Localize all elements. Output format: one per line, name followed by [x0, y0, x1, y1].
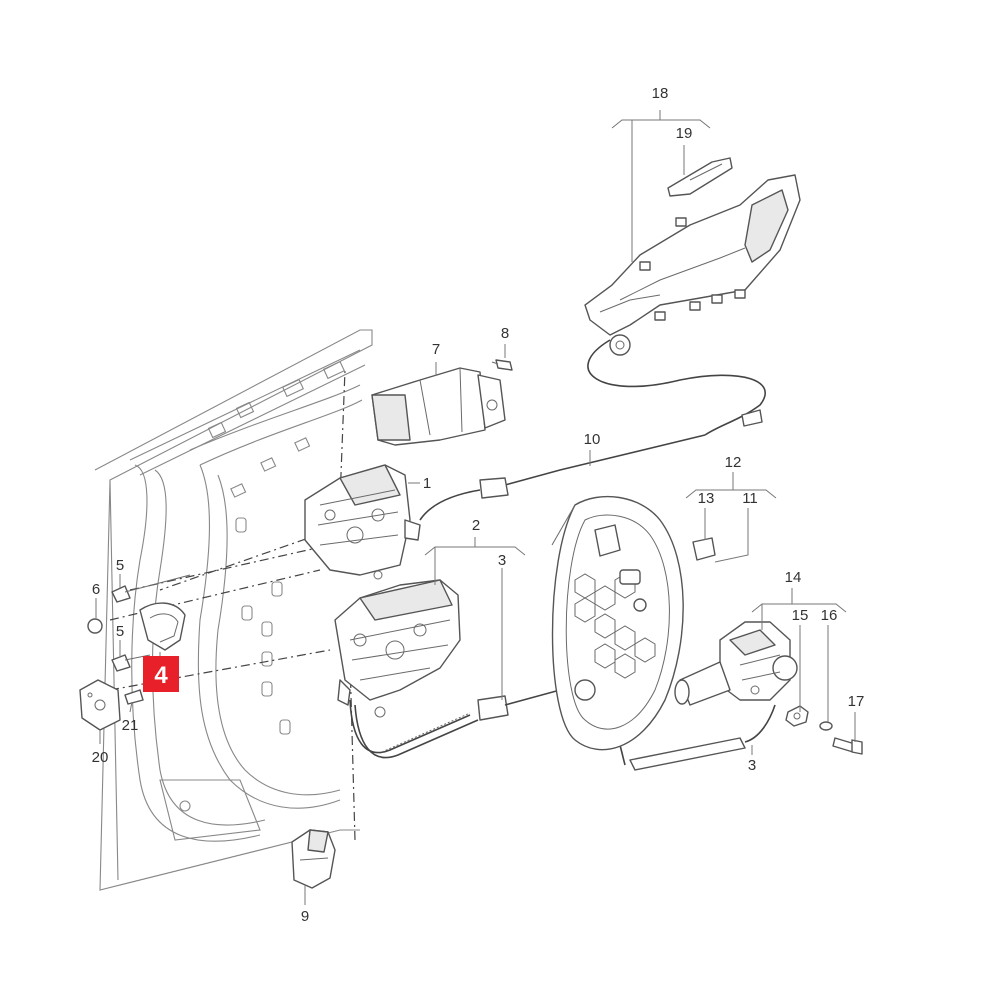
label-15: 15: [792, 607, 809, 624]
label-2: 2: [472, 517, 480, 534]
door-lock-lower: [334, 579, 461, 718]
lock-bracket: [371, 367, 506, 446]
handle-cover-cap: [667, 157, 733, 197]
carrier-plate: [551, 495, 684, 751]
label-18: 18: [652, 85, 669, 102]
label-9: 9: [301, 908, 309, 925]
label-11: 11: [742, 490, 758, 507]
label-14: 14: [785, 569, 802, 586]
nut-15: [785, 705, 809, 727]
door-lock-upper: [304, 464, 421, 580]
label-1: 1: [423, 475, 431, 492]
highlight-label: 4: [154, 662, 168, 689]
lock-cover-9: [291, 829, 336, 889]
spacer-16: [819, 721, 833, 731]
label-5-lower: 5: [116, 623, 124, 640]
label-21: 21: [122, 717, 139, 734]
label-7: 7: [432, 341, 440, 358]
small-screw-8: [491, 359, 513, 371]
label-17: 17: [848, 693, 865, 710]
actuator-motor: [674, 621, 798, 706]
clip-13: [692, 537, 716, 561]
label-19: 19: [676, 125, 693, 142]
label-3-lower: 3: [748, 757, 756, 774]
honeycomb-pattern: [574, 573, 656, 679]
highlight-box: [143, 656, 179, 692]
label-8: 8: [501, 325, 509, 342]
label-10: 10: [584, 431, 601, 448]
label-5-upper: 5: [116, 557, 124, 574]
part-labels: 18 19 7 8 10 1 12 13 11 2 3 5 14 6 15 16…: [92, 85, 865, 925]
label-3-upper: 3: [498, 552, 506, 569]
label-16: 16: [821, 607, 838, 624]
label-6: 6: [92, 581, 100, 598]
highlight-badge-4: 4: [143, 656, 179, 692]
assembly-axes: [109, 369, 361, 841]
label-13: 13: [698, 490, 715, 507]
hardware-left: [79, 574, 191, 731]
leader-lines: [95, 110, 856, 905]
label-12: 12: [725, 454, 742, 471]
bolt-17: [832, 737, 863, 755]
label-20: 20: [92, 749, 109, 766]
cables: [349, 339, 776, 771]
inner-door-handle: [584, 174, 801, 356]
door-panel: [94, 329, 373, 891]
